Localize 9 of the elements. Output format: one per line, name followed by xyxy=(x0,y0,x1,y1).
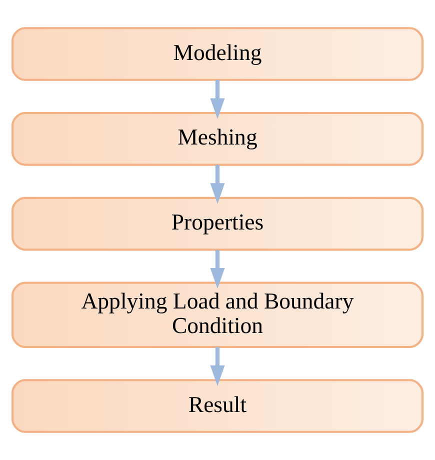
node-box: Modeling xyxy=(12,27,424,81)
node-box: Result xyxy=(12,379,424,433)
arrow xyxy=(210,250,225,289)
node-box: Meshing xyxy=(12,112,424,166)
arrow xyxy=(210,164,225,204)
arrow xyxy=(210,347,225,386)
node-box: Applying Load and Boundary Condition xyxy=(12,282,424,348)
node-box: Properties xyxy=(12,196,424,251)
arrow xyxy=(210,80,225,120)
